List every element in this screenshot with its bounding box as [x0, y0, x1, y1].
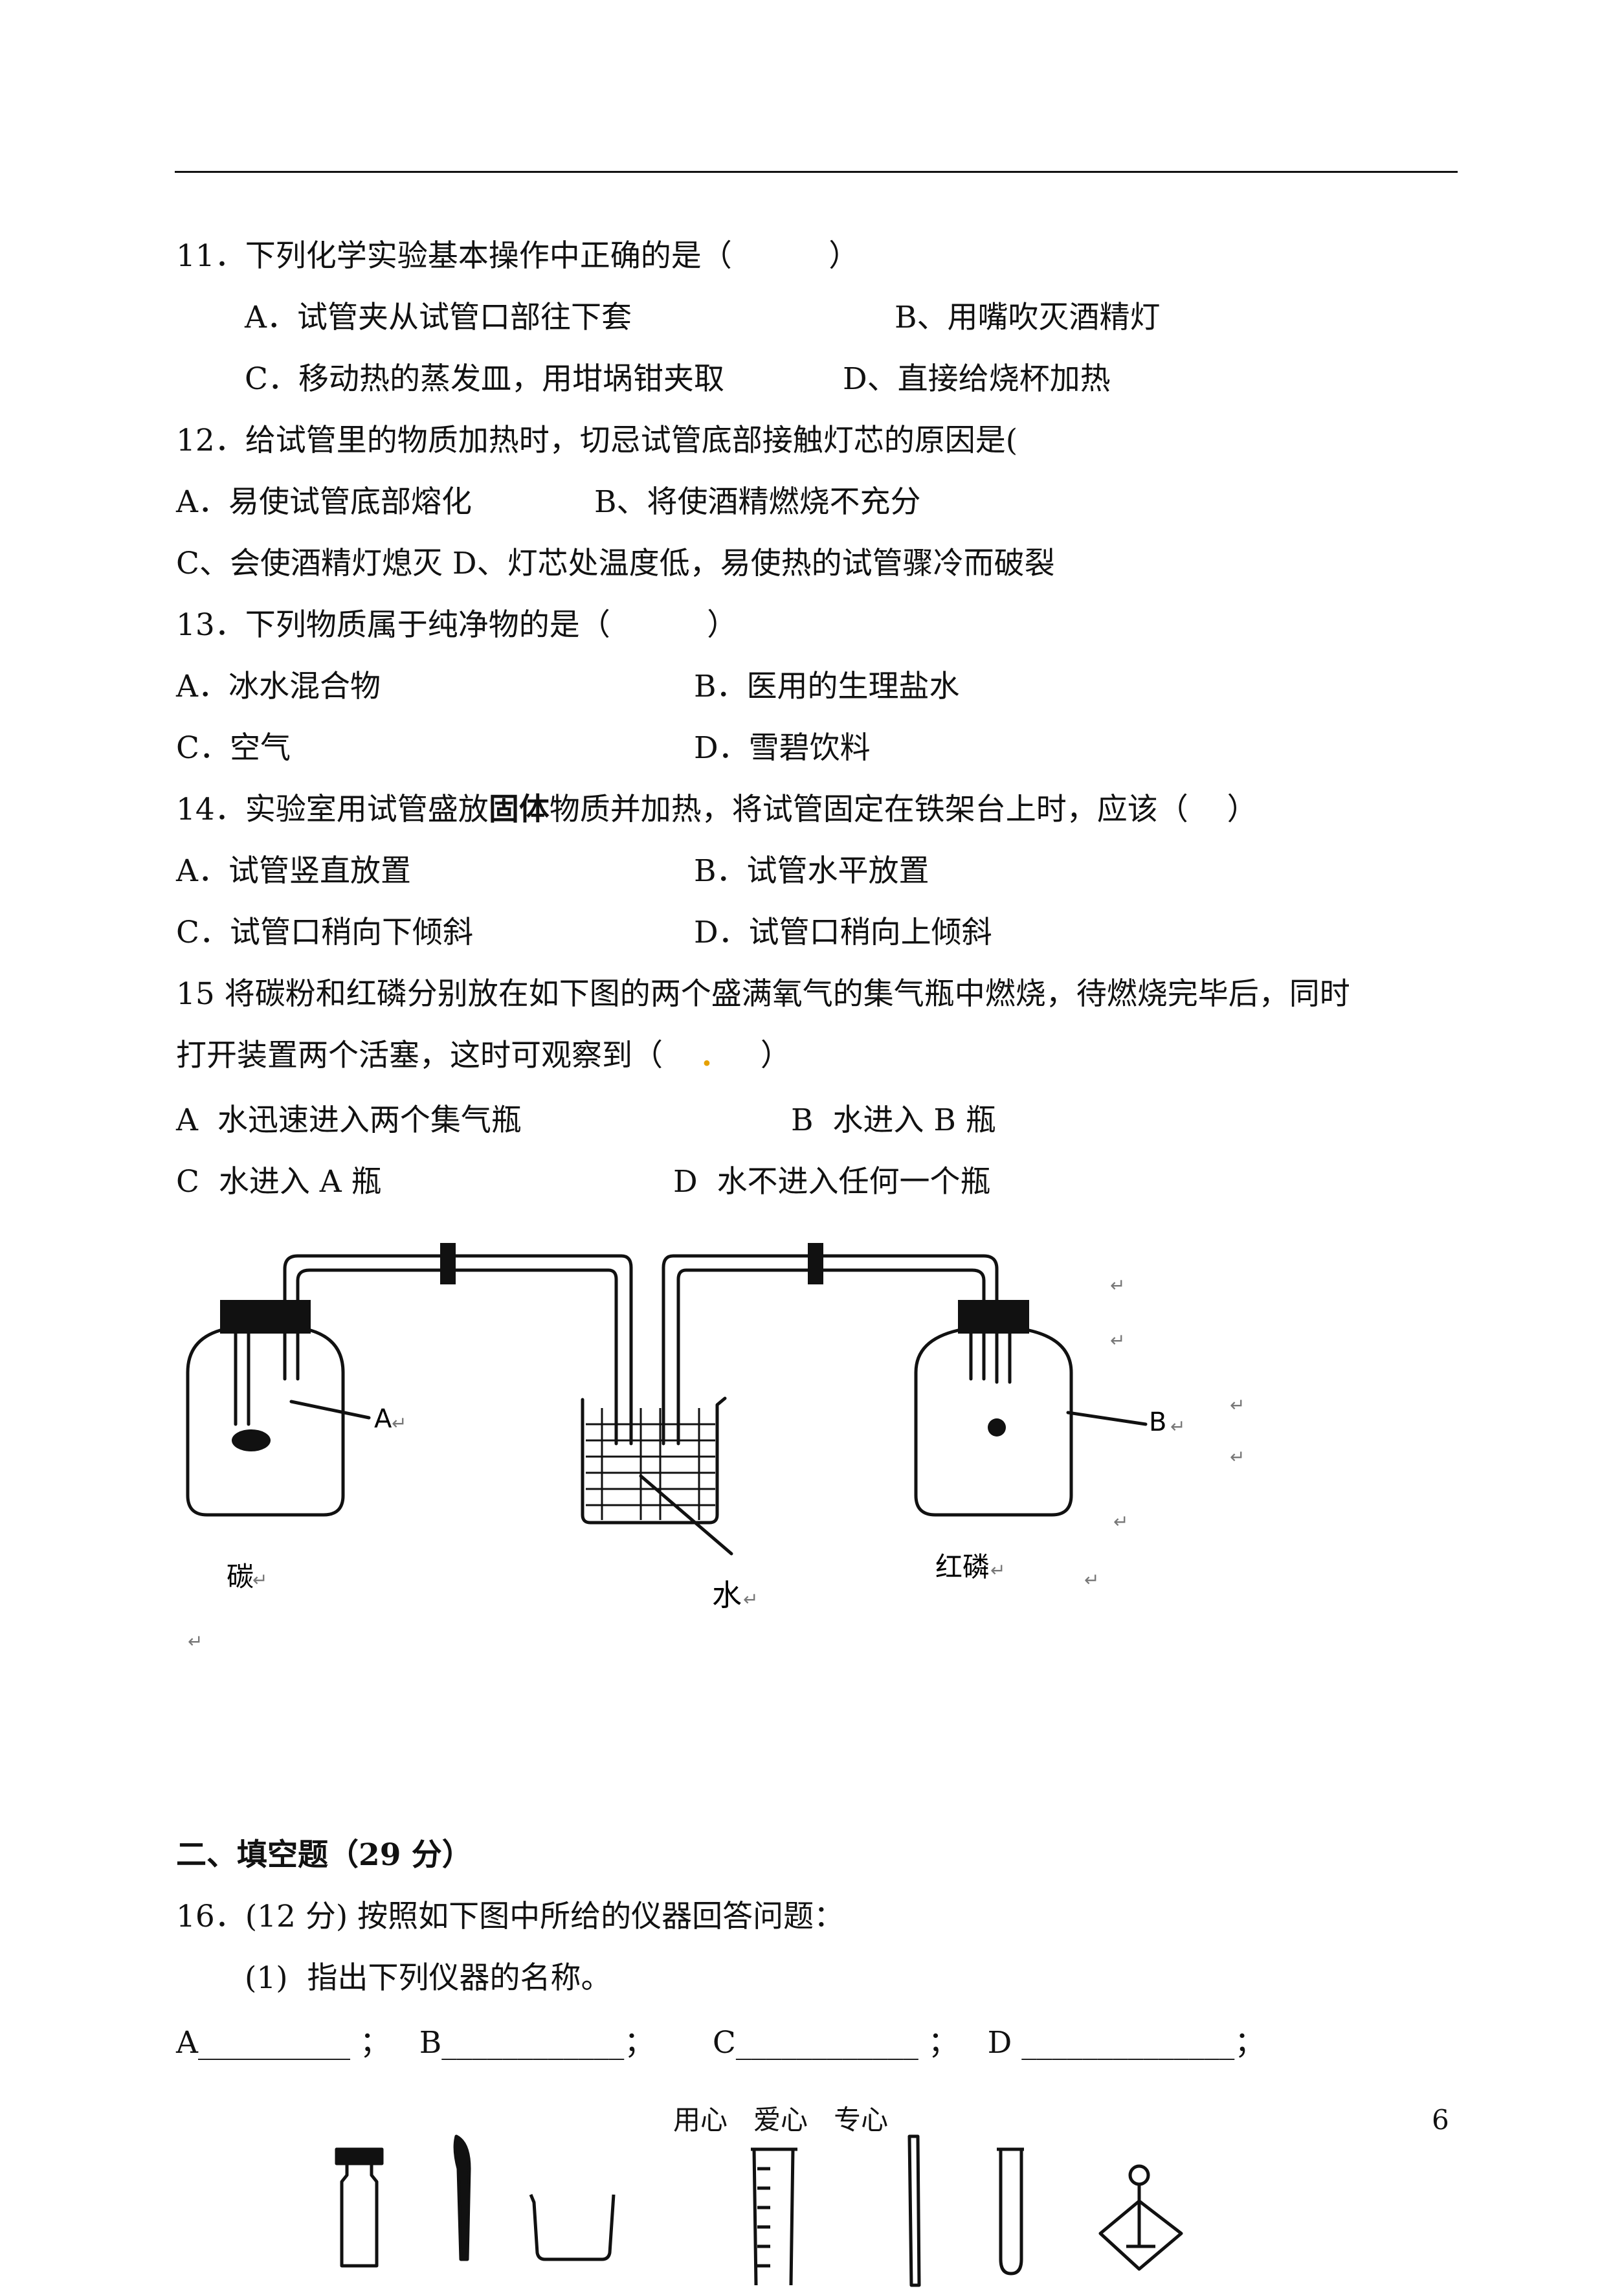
q16-sub1: (1) 指出下列仪器的名称。	[245, 1960, 612, 1996]
graduated-cylinder-icon	[751, 2147, 797, 2286]
return-mark: ↵	[392, 1413, 406, 1434]
q11-option-d: D、直接给烧杯加热	[843, 361, 1111, 397]
q12-option-b: B、将使酒精燃烧不充分	[594, 484, 921, 520]
label-a: A	[374, 1404, 392, 1434]
label-red-phosphorus: 红磷	[935, 1551, 990, 1583]
spatula-icon	[453, 2134, 471, 2261]
q16-blanks: A__________ ； B____________； C__________…	[176, 2025, 1265, 2061]
q15-stem2-post: ）	[712, 1038, 791, 1073]
return-mark: ↵	[1110, 1330, 1125, 1351]
page-number: 6	[1432, 2104, 1449, 2136]
q15-option-c: C 水进入 A 瓶	[176, 1164, 382, 1200]
header-rule	[175, 171, 1458, 173]
return-mark: ↵	[1110, 1275, 1125, 1296]
q13-stem: 13．下列物质属于纯净物的是（ ）	[176, 607, 738, 643]
q13-option-c: C．空气	[176, 730, 291, 766]
return-mark: ↵	[990, 1560, 1005, 1581]
apparatus-diagram: A B 碳 水 红磷 ↵ ↵ ↵ ↵ ↵ ↵ ↵ ↵ ↵ ↵ ↵ ↵	[186, 1243, 1245, 1652]
q13-option-d: D．雪碧饮料	[694, 730, 871, 766]
q12-stem: 12．给试管里的物质加热时，切忌试管底部接触灯芯的原因是(	[176, 423, 1018, 458]
glass-rod-icon	[907, 2134, 921, 2287]
tripod-burner-icon	[1098, 2164, 1183, 2271]
return-mark: ↵	[1230, 1394, 1245, 1416]
water-beaker	[581, 1396, 727, 1525]
left-connecting-tube-outer	[283, 1254, 633, 1446]
q14-option-d: D．试管口稍向上倾斜	[694, 915, 992, 950]
q15-option-d: D 水不进入任何一个瓶	[673, 1164, 991, 1200]
section2-title: 二、填空题（29 分）	[176, 1837, 473, 1873]
test-tube-icon	[997, 2147, 1024, 2276]
q11-option-b: B、用嘴吹灭酒精灯	[895, 300, 1161, 335]
return-mark: ↵	[1113, 1511, 1128, 1532]
return-mark: ↵	[188, 1631, 203, 1652]
red-phosphorus-sample	[988, 1418, 1006, 1437]
q14-option-a: A．试管竖直放置	[176, 853, 411, 889]
left-gas-bottle	[186, 1328, 345, 1517]
q14-stem: 14．实验室用试管盛放固体物质并加热，将试管固定在铁架台上时，应该（ ）	[176, 790, 1258, 829]
label-carbon: 碳	[227, 1561, 254, 1593]
q14-option-b: B．试管水平放置	[694, 853, 929, 889]
q14-stem-pre: 14．实验室用试管盛放	[176, 792, 489, 827]
q15-option-a: A 水迅速进入两个集气瓶	[176, 1102, 522, 1138]
q16-stem: 16．(12 分) 按照如下图中所给的仪器回答问题：	[176, 1899, 845, 1934]
footer-motto: 用心 爱心 专心	[673, 2104, 889, 2136]
right-stopcock	[808, 1243, 823, 1284]
left-connecting-tube-inner	[296, 1268, 618, 1446]
q12-option-cd: C、会使酒精灯熄灭 D、灯芯处温度低，易使热的试管骤冷而破裂	[176, 546, 1055, 581]
return-mark: ↵	[1230, 1446, 1245, 1468]
return-mark: ↵	[743, 1589, 758, 1610]
q15-stem2-dot: .	[701, 1038, 713, 1073]
q11-option-c: C．移动热的蒸发皿，用坩埚钳夹取	[245, 361, 724, 397]
label-water: 水	[712, 1578, 742, 1613]
left-bottle-stopper	[220, 1300, 311, 1334]
return-mark: ↵	[1084, 1569, 1099, 1591]
water-hatching	[586, 1408, 715, 1520]
q15-stem-line1: 15 将碳粉和红磷分别放在如下图的两个盛满氧气的集气瓶中燃烧，待燃烧完毕后，同时	[176, 976, 1350, 1012]
beaker-icon	[529, 2194, 616, 2261]
q15-option-b: B 水进入 B 瓶	[791, 1102, 996, 1138]
q15-stem2-pre: 打开装置两个活塞，这时可观察到（	[176, 1038, 702, 1073]
instrument-row	[335, 2134, 1183, 2287]
return-mark: ↵	[1170, 1416, 1185, 1437]
q11-option-a: A．试管夹从试管口部往下套	[245, 300, 632, 335]
right-connecting-tube-inner	[676, 1268, 986, 1446]
right-connecting-tube-outer	[662, 1254, 999, 1446]
q13-option-b: B．医用的生理盐水	[694, 669, 960, 704]
q13-option-a: A．冰水混合物	[176, 669, 381, 704]
return-mark: ↵	[252, 1569, 267, 1591]
q12-option-a: A．易使试管底部熔化	[176, 484, 472, 520]
reagent-bottle-icon	[335, 2147, 384, 2268]
carbon-sample	[232, 1429, 271, 1451]
q11-stem: 11．下列化学实验基本操作中正确的是（ ）	[176, 238, 860, 274]
left-stopcock	[440, 1243, 456, 1284]
q14-option-c: C．试管口稍向下倾斜	[176, 915, 473, 950]
q15-stem-line2: 打开装置两个活塞，这时可观察到（ . ）	[176, 1036, 791, 1075]
label-b: B	[1149, 1407, 1166, 1437]
right-gas-bottle	[914, 1328, 1073, 1517]
q14-stem-post: 物质并加热，将试管固定在铁架台上时，应该（ ）	[549, 792, 1258, 827]
right-bottle-stopper	[958, 1300, 1029, 1334]
q14-stem-bold: 固体	[488, 792, 550, 827]
